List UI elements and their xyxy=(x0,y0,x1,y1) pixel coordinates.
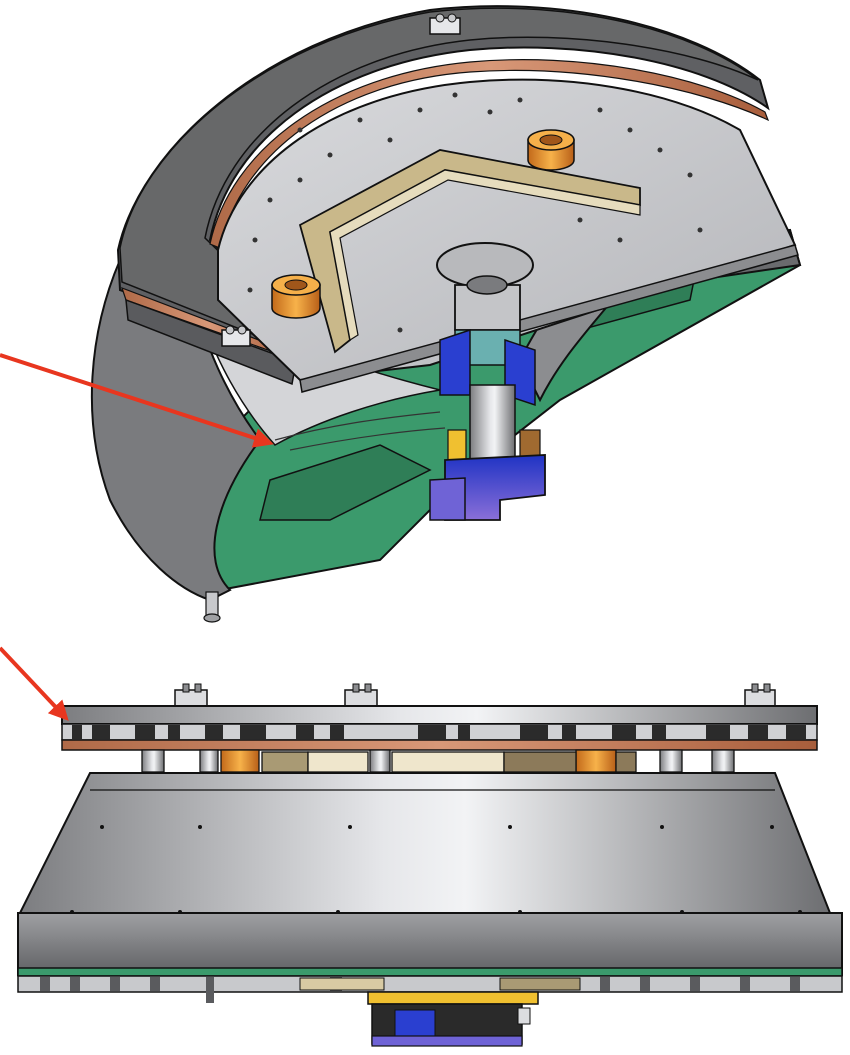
top-plate xyxy=(61,705,818,725)
arrow-to-cone-interior xyxy=(0,353,274,448)
motor-end-cap xyxy=(429,477,466,521)
bottom-components xyxy=(17,975,843,993)
cone-body xyxy=(18,772,832,914)
arrow-to-stacked-plates xyxy=(0,646,69,721)
motor-side-tab xyxy=(517,1007,531,1025)
tan-module xyxy=(499,977,581,991)
top-mounting-plate xyxy=(217,78,797,382)
top-plate-edge xyxy=(299,244,799,393)
center-hub-bore xyxy=(466,275,508,295)
brass-spacer-right xyxy=(527,129,575,171)
copper-plate xyxy=(61,739,818,751)
pcb-strip xyxy=(17,967,843,977)
clamp-block-top xyxy=(429,13,461,35)
pcb-inner-slot xyxy=(259,444,432,521)
cutaway-isometric-view xyxy=(90,5,802,623)
top-clamp xyxy=(174,683,208,707)
yellow-plate xyxy=(367,991,539,1005)
motor-blue-core xyxy=(394,1009,436,1037)
base-plate xyxy=(17,912,843,976)
top-ring-face xyxy=(119,7,759,346)
top-clamp xyxy=(344,683,378,707)
band-segments xyxy=(72,725,806,739)
cone-interior-ribs xyxy=(274,411,446,451)
copper-ring-arc xyxy=(209,59,770,249)
bottom-screw xyxy=(203,591,221,623)
motor-violet-base xyxy=(371,1035,523,1047)
clamp-block-left xyxy=(221,325,251,347)
mounting-holes xyxy=(247,92,703,333)
blue-bearing-housing xyxy=(439,328,471,396)
spacer-posts xyxy=(141,749,735,773)
tan-bracket-side xyxy=(261,751,637,773)
top-clamp xyxy=(744,683,776,707)
tan-module xyxy=(299,977,385,991)
brass-spacer-left xyxy=(271,274,321,319)
main-shaft xyxy=(469,384,516,461)
side-elevation-view xyxy=(17,683,843,1047)
tan-bracket-inner xyxy=(329,169,641,341)
